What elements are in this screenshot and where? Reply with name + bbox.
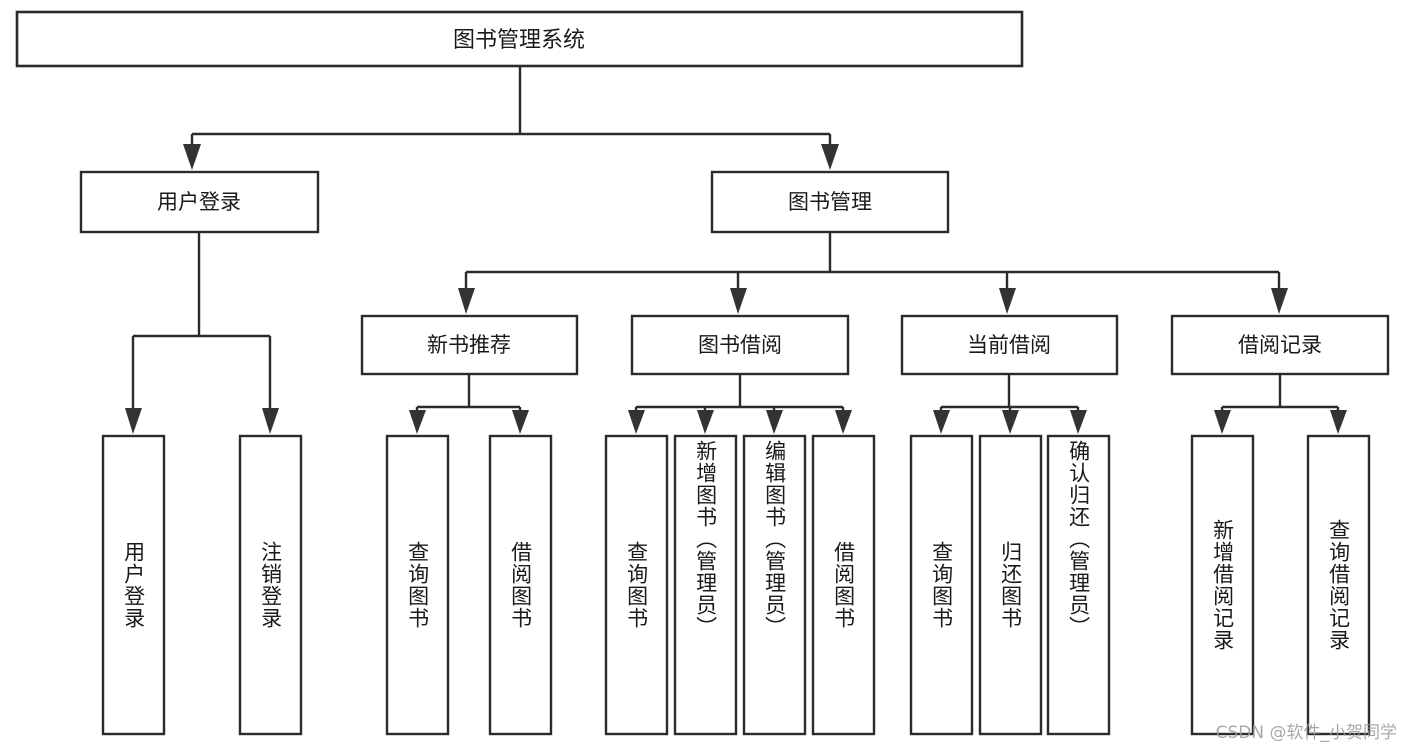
- arrow-to-leaf-confirm-return: [1070, 410, 1087, 434]
- connectors-user-login-children: [125, 232, 279, 434]
- connectors-new-book-recommend-children: [409, 374, 529, 434]
- arrow-to-user-login: [183, 144, 201, 170]
- leaf-query-book-1-box[interactable]: [385, 434, 450, 736]
- node-book-manage-box[interactable]: [710, 170, 950, 234]
- leaf-confirm-return-box[interactable]: [1046, 434, 1111, 736]
- node-current-borrow-box[interactable]: [900, 314, 1119, 376]
- node-current-borrow[interactable]: 当前借阅: [900, 314, 1119, 376]
- leaf-return-book-box[interactable]: [978, 434, 1043, 736]
- node-borrow-record-label: 借阅记录: [1238, 333, 1322, 357]
- leaf-query-book-3-box[interactable]: [909, 434, 974, 736]
- node-user-login-box[interactable]: [79, 170, 320, 234]
- node-new-book-recommend-box[interactable]: [360, 314, 579, 376]
- node-new-book-recommend[interactable]: 新书推荐: [360, 314, 579, 376]
- connectors-book-manage-children: [458, 232, 1288, 314]
- node-new-book-recommend-label: 新书推荐: [427, 333, 511, 357]
- connectors-book-borrow-children: [628, 374, 852, 434]
- node-root-box[interactable]: [15, 10, 1024, 68]
- arrow-to-current-borrow: [999, 288, 1016, 314]
- node-borrow-record[interactable]: 借阅记录: [1170, 314, 1390, 376]
- node-book-manage[interactable]: 图书管理: [710, 170, 950, 234]
- arrow-to-leaf-logout-login: [262, 408, 279, 434]
- leaf-borrow-book-2-box[interactable]: [811, 434, 876, 736]
- leaf-add-record-box[interactable]: [1190, 434, 1255, 736]
- arrow-to-leaf-query-book-2: [628, 410, 645, 434]
- leaf-edit-book-box[interactable]: [742, 434, 807, 736]
- leaf-add-book-box[interactable]: [673, 434, 738, 736]
- leaf-borrow-book-1-box[interactable]: [488, 434, 553, 736]
- node-root[interactable]: 图书管理系统: [15, 10, 1024, 68]
- arrow-to-leaf-return-book: [1002, 410, 1019, 434]
- csdn-watermark: CSDN @软件_小贺同学: [1215, 723, 1397, 743]
- arrow-to-leaf-query-book-3: [933, 410, 950, 434]
- arrow-to-leaf-edit-book: [766, 410, 783, 434]
- node-book-borrow-box[interactable]: [630, 314, 850, 376]
- arrow-to-leaf-user-login: [125, 408, 142, 434]
- leaf-user-login-box[interactable]: [101, 434, 166, 736]
- arrow-to-leaf-add-record: [1214, 410, 1231, 434]
- arrow-to-leaf-query-book-1: [409, 410, 426, 434]
- arrow-to-borrow-record: [1271, 288, 1288, 314]
- node-book-manage-label: 图书管理: [788, 190, 872, 214]
- node-root-label: 图书管理系统: [453, 28, 585, 53]
- node-user-login-label: 用户登录: [157, 190, 241, 214]
- arrow-to-leaf-query-record: [1330, 410, 1347, 434]
- arrow-to-leaf-add-book: [697, 410, 714, 434]
- leaf-logout-login-box[interactable]: [238, 434, 303, 736]
- arrow-to-new-book-recommend: [458, 288, 475, 314]
- leaf-boxes: [101, 434, 1371, 736]
- connectors-current-borrow-children: [933, 374, 1087, 434]
- arrow-to-leaf-borrow-book-1: [512, 410, 529, 434]
- arrow-to-leaf-borrow-book-2: [835, 410, 852, 434]
- node-user-login[interactable]: 用户登录: [79, 170, 320, 234]
- node-borrow-record-box[interactable]: [1170, 314, 1390, 376]
- arrow-to-book-borrow: [730, 288, 747, 314]
- node-book-borrow-label: 图书借阅: [698, 333, 782, 357]
- connectors-borrow-record-children: [1214, 374, 1347, 434]
- leaf-query-book-2-box[interactable]: [604, 434, 669, 736]
- arrow-to-book-manage: [821, 144, 839, 170]
- node-book-borrow[interactable]: 图书借阅: [630, 314, 850, 376]
- connectors-root-to-level2: [183, 66, 839, 170]
- node-current-borrow-label: 当前借阅: [967, 333, 1051, 357]
- leaf-query-record-box[interactable]: [1306, 434, 1371, 736]
